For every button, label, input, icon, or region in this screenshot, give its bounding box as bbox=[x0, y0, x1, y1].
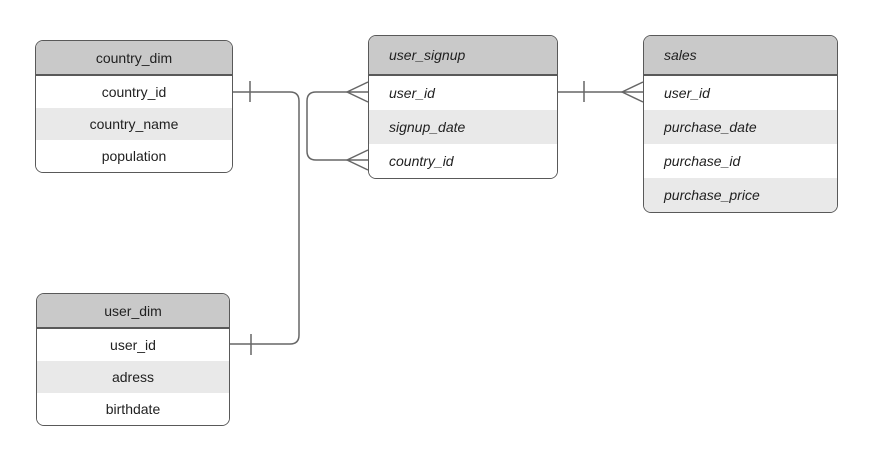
field-purchase-id: purchase_id bbox=[644, 144, 837, 178]
entity-title-user-dim: user_dim bbox=[37, 294, 229, 329]
field-user-id: user_id bbox=[37, 329, 229, 361]
field-user-id: user_id bbox=[369, 76, 557, 110]
crow-foot-sales-user-id bbox=[621, 81, 644, 103]
field-population: population bbox=[36, 140, 232, 172]
field-adress: adress bbox=[37, 361, 229, 393]
entity-user-dim[interactable]: user_dim user_id adress birthdate bbox=[36, 293, 230, 426]
field-country-id: country_id bbox=[369, 144, 557, 178]
entity-title-sales: sales bbox=[644, 36, 837, 76]
field-signup-date: signup_date bbox=[369, 110, 557, 144]
entity-sales[interactable]: sales user_id purchase_date purchase_id … bbox=[643, 35, 838, 213]
entity-country-dim[interactable]: country_dim country_id country_name popu… bbox=[35, 40, 233, 173]
connector-user-dim-to-user-signup[interactable] bbox=[250, 81, 369, 355]
connector-user-signup-to-sales[interactable] bbox=[558, 81, 644, 103]
field-birthdate: birthdate bbox=[37, 393, 229, 425]
field-purchase-price: purchase_price bbox=[644, 178, 837, 212]
crow-foot-user-signup-country-id bbox=[346, 149, 369, 171]
field-user-id: user_id bbox=[644, 76, 837, 110]
connector-country-dim-to-user-signup[interactable] bbox=[230, 81, 300, 345]
entity-title-user-signup: user_signup bbox=[369, 36, 557, 76]
entity-user-signup[interactable]: user_signup user_id signup_date country_… bbox=[368, 35, 558, 179]
field-country-name: country_name bbox=[36, 108, 232, 140]
field-country-id: country_id bbox=[36, 76, 232, 108]
crow-foot-user-signup-user-id bbox=[346, 81, 369, 103]
field-purchase-date: purchase_date bbox=[644, 110, 837, 144]
entity-title-country-dim: country_dim bbox=[36, 41, 232, 76]
